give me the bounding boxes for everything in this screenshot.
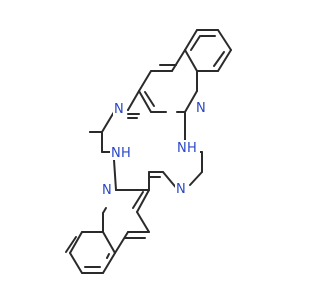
bond — [190, 35, 201, 51]
bond — [184, 49, 198, 72]
upper-quinoline — [138, 29, 232, 113]
label-bg — [195, 100, 208, 115]
bond — [138, 90, 152, 113]
nh-left-h-label: H — [121, 146, 131, 161]
nh-right-n-label: N — [177, 141, 187, 156]
n-bottom-right-label: N — [176, 182, 186, 197]
macrocycle-linkers — [89, 90, 203, 191]
molecule-diagram: N N N H N H N N — [65, 29, 232, 274]
bond — [171, 49, 186, 72]
bond — [217, 49, 232, 72]
bond — [132, 191, 144, 209]
bond — [101, 111, 115, 133]
bond — [184, 29, 198, 51]
label-bg — [101, 182, 114, 197]
label-bg — [113, 101, 126, 116]
bond — [136, 189, 150, 213]
bond — [102, 207, 107, 214]
bond — [114, 231, 129, 254]
label-bg — [110, 145, 134, 160]
bond — [184, 90, 198, 113]
nh-left-n-label: N — [111, 146, 121, 161]
bond — [69, 231, 83, 254]
structure-canvas: N N N H N H N N — [65, 29, 232, 274]
bond — [127, 90, 140, 111]
n-top-left-label: N — [114, 102, 124, 117]
bond — [138, 70, 152, 92]
lower-quinoline — [65, 189, 150, 274]
n-top-right-label: N — [196, 101, 206, 116]
n-bottom-left-label: N — [102, 183, 112, 198]
label-bg — [176, 140, 200, 155]
bond — [69, 252, 83, 274]
bond — [189, 171, 203, 186]
bond — [217, 29, 232, 51]
bond — [106, 253, 110, 259]
bond — [213, 51, 225, 67]
bond — [102, 252, 116, 274]
bond — [136, 211, 150, 233]
label-bg — [175, 181, 188, 196]
bond — [102, 231, 116, 254]
atom-labels: N N N H N H N N — [101, 100, 208, 198]
bond — [144, 91, 155, 107]
bond — [65, 236, 77, 253]
nh-right-h-label: H — [187, 141, 197, 156]
bond — [113, 159, 117, 191]
